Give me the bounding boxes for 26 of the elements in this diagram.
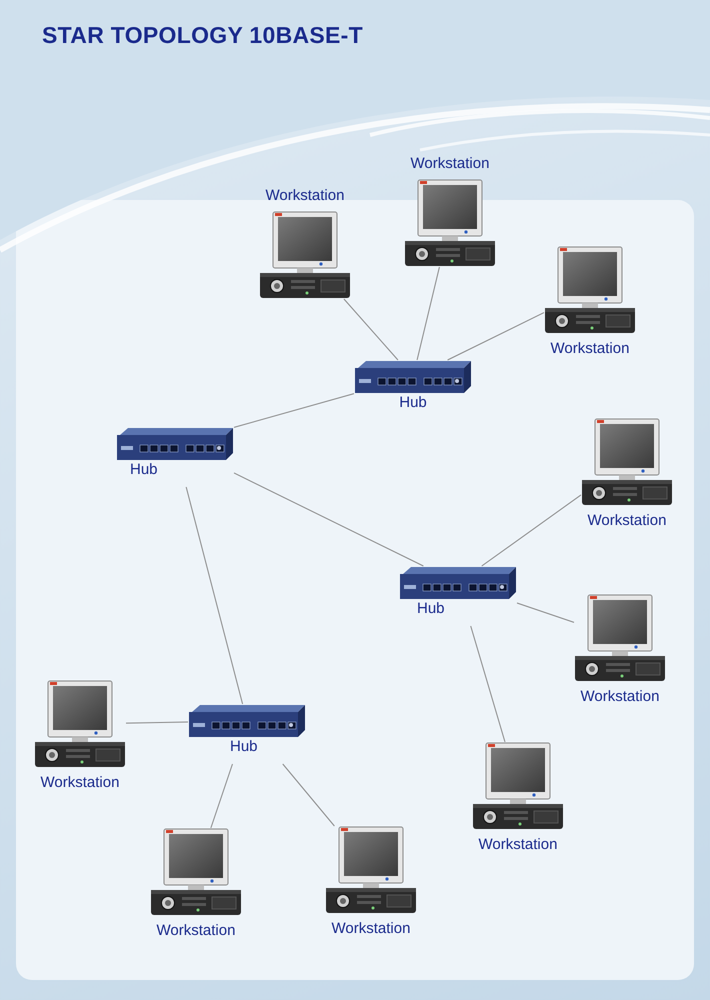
workstation-label: Workstation — [588, 512, 666, 530]
hub-label: Hub — [129, 461, 158, 479]
hub-label: Hub — [416, 600, 445, 618]
workstation-label: Workstation — [580, 688, 660, 706]
workstation-label: Workstation — [478, 836, 558, 854]
network-cable — [234, 393, 354, 428]
network-cable — [343, 298, 398, 360]
network-cable — [126, 722, 188, 724]
workstation-label: Workstation — [410, 155, 490, 173]
workstation-label: Workstation — [40, 774, 120, 792]
network-cable — [481, 494, 582, 566]
network-cable — [282, 764, 335, 826]
hub-label: Hub — [399, 394, 427, 412]
workstation-label: Workstation — [156, 922, 236, 940]
workstation-label: Workstation — [332, 920, 410, 938]
network-cable — [234, 472, 424, 566]
network-cable — [470, 626, 506, 742]
network-cable — [416, 266, 440, 360]
network-cable — [516, 602, 574, 623]
network-cable — [447, 312, 544, 360]
workstation-label: Workstation — [266, 187, 344, 205]
hub-label: Hub — [229, 738, 258, 756]
workstation-label: Workstation — [550, 340, 630, 358]
network-cable — [186, 486, 244, 704]
network-cable — [210, 764, 233, 828]
diagram-title: STAR TOPOLOGY 10BASE-T — [42, 22, 363, 49]
